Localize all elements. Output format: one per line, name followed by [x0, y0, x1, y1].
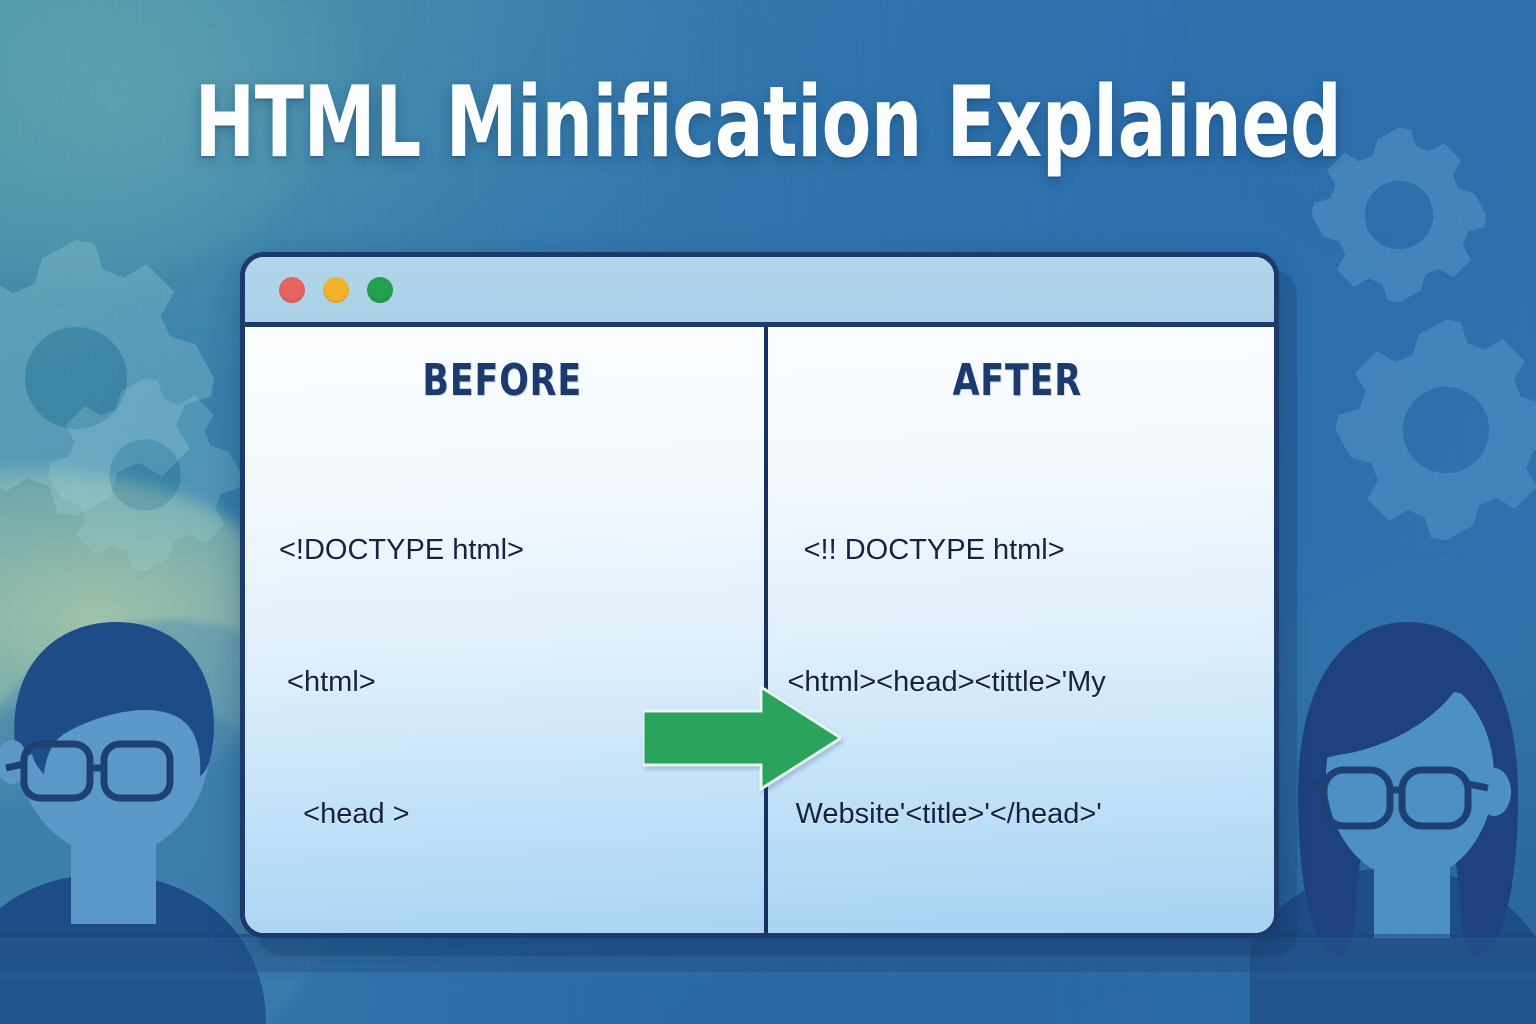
code-line: <!DOCTYPE html> — [279, 534, 524, 566]
gear-icon — [1304, 120, 1494, 310]
code-line: <html> — [279, 666, 376, 698]
code-line: <html><head><tittle>'My — [787, 666, 1106, 698]
gear-icon — [40, 370, 250, 580]
page-title: HTML Minification Explained — [194, 66, 1342, 180]
code-block-before: <!DOCTYPE html> <html> <head > <title>My… — [245, 440, 760, 933]
gear-icon — [1326, 310, 1536, 550]
code-block-after: <!! DOCTYPE html> <html><head><tittle>'M… — [760, 440, 1275, 933]
window-content: BEFORE <!DOCTYPE html> <html> <head > <t… — [245, 327, 1274, 933]
code-line: <!! DOCTYPE html> — [787, 534, 1065, 566]
window-titlebar — [245, 257, 1274, 327]
pane-before: BEFORE <!DOCTYPE html> <html> <head > <t… — [245, 327, 760, 933]
person-right-silhouette — [1250, 594, 1536, 1024]
browser-window: BEFORE <!DOCTYPE html> <html> <head > <t… — [240, 252, 1279, 938]
code-line: Website'<title>'</head>' — [787, 798, 1102, 830]
right-arrow-icon — [643, 685, 841, 791]
gear-icon — [0, 228, 226, 528]
code-line: <head > — [279, 798, 410, 830]
code-line: 'body>: h1!'':Welcome!</h1> — [788, 924, 1275, 933]
pane-after: AFTER <!! DOCTYPE html> <html><head><tit… — [760, 327, 1275, 933]
pane-heading-after: AFTER — [951, 355, 1082, 406]
background-bottom-band — [0, 934, 1536, 1024]
pane-heading-before: BEFORE — [422, 355, 583, 406]
close-dot-icon[interactable] — [279, 276, 305, 303]
pane-divider — [764, 327, 768, 933]
code-line: <title>My Website</title > — [279, 924, 760, 933]
minimize-dot-icon[interactable] — [323, 276, 349, 303]
maximize-dot-icon[interactable] — [367, 276, 393, 303]
